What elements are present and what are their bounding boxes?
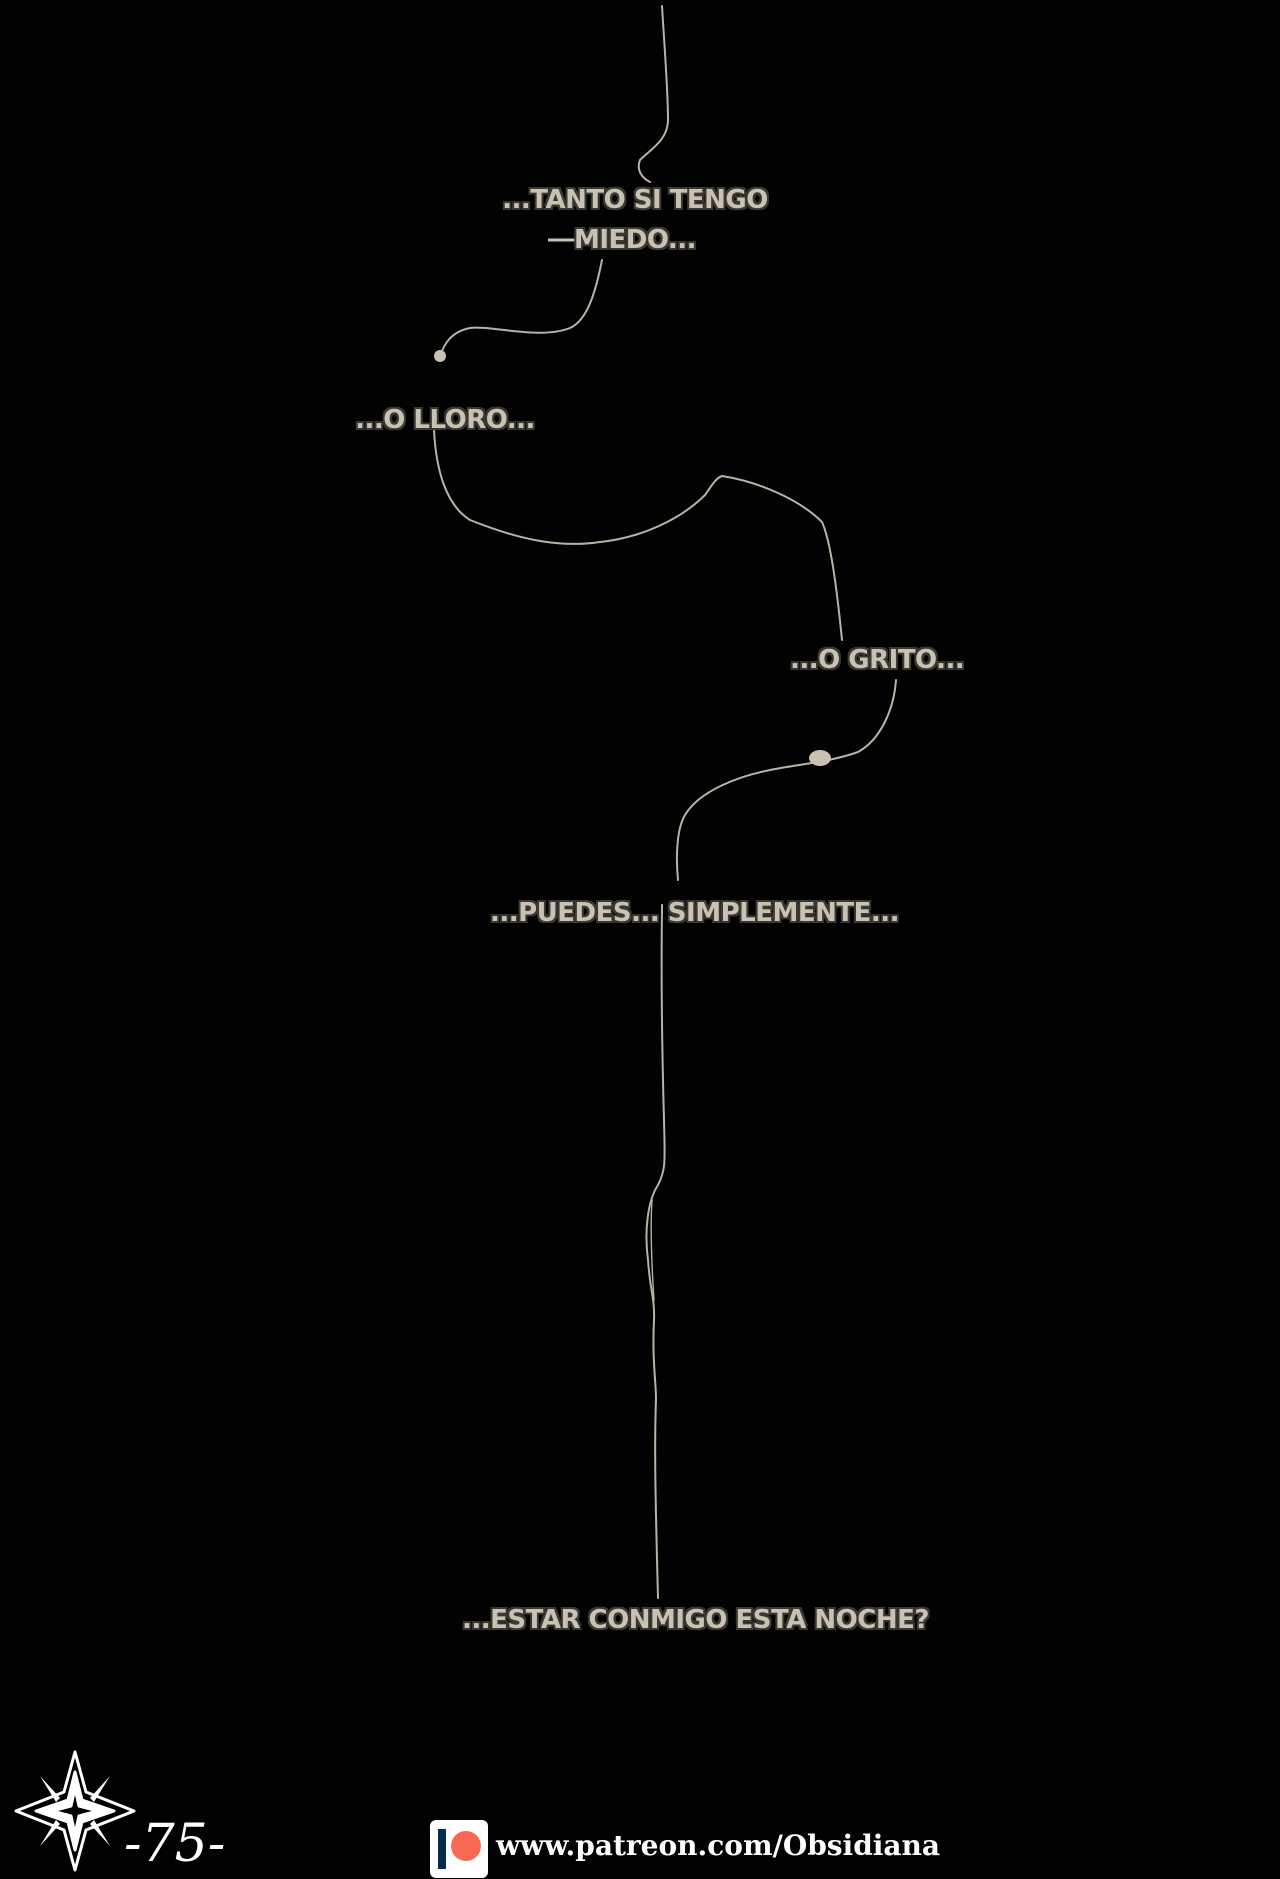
ornamental-star-logo-icon [14, 1750, 136, 1872]
caption-o-lloro: ...O LLORO... [355, 405, 535, 435]
page-number: -75- [124, 1814, 226, 1874]
patreon-link[interactable]: www.patreon.com/Obsidiana [496, 1829, 941, 1862]
caption-line: ...TANTO SI TENGO [502, 185, 768, 215]
caption-tanto-si-tengo-miedo: ...TANTO SI TENGO MIEDO... [470, 180, 800, 260]
patreon-icon[interactable] [430, 1820, 488, 1878]
page-footer: -75- www.patreon.com/Obsidiana [0, 1740, 1280, 1879]
caption-puedes-simplemente: ...PUEDES... SIMPLEMENTE... [490, 898, 900, 928]
caption-o-grito: ...O GRITO... [790, 645, 965, 675]
caption-line: MIEDO... [573, 225, 697, 255]
caption-estar-conmigo: ...ESTAR CONMIGO ESTA NOCHE? [462, 1605, 929, 1635]
